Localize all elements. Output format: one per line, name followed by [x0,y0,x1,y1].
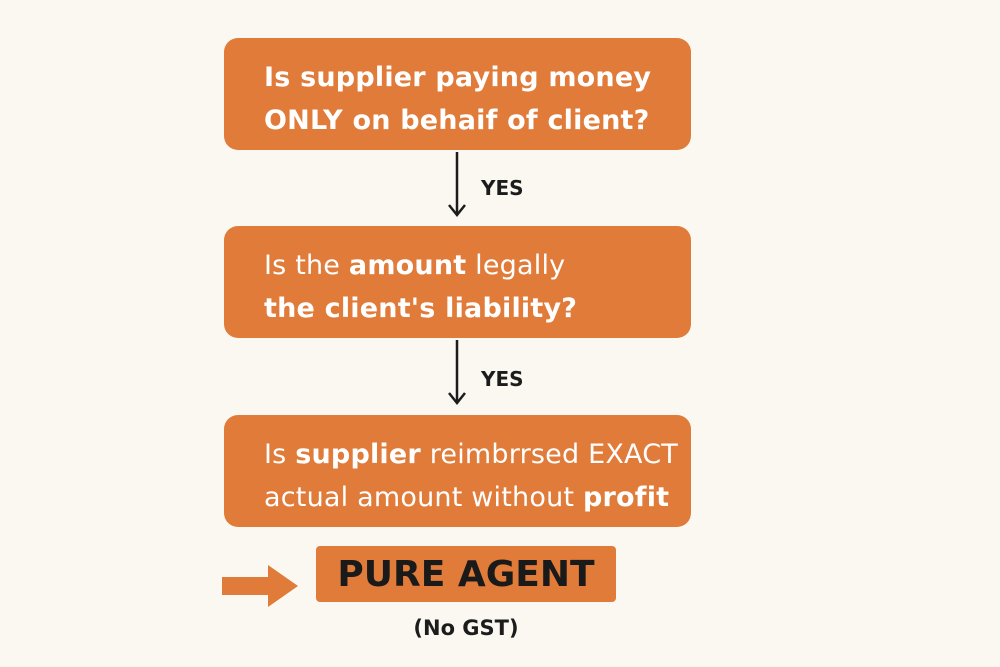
question-1-line-2: ONLY on behaif of client? [264,105,650,136]
right-arrow-icon [222,565,298,607]
question-3-line-2: actual amount without profit [264,482,670,513]
down-arrow-icon-2 [448,340,466,406]
yes-label-1: YES [481,176,524,200]
question-3-line-1: Is supplier reimbrrsed EXACT [264,439,678,470]
yes-label-2: YES [481,367,524,391]
result-note: (No GST) [413,616,519,640]
question-box-1: Is supplier paying money ONLY on behaif … [224,38,691,150]
question-2-line-2: the client's liability? [264,293,578,324]
question-2-line-1: Is the amount legally [264,250,566,281]
question-1-line-1: Is supplier paying money [264,62,652,93]
question-box-3: Is supplier reimbrrsed EXACT actual amou… [224,415,691,527]
question-box-2: Is the amount legally the client's liabi… [224,226,691,338]
result-box: PURE AGENT [316,546,616,602]
down-arrow-icon-1 [448,152,466,218]
